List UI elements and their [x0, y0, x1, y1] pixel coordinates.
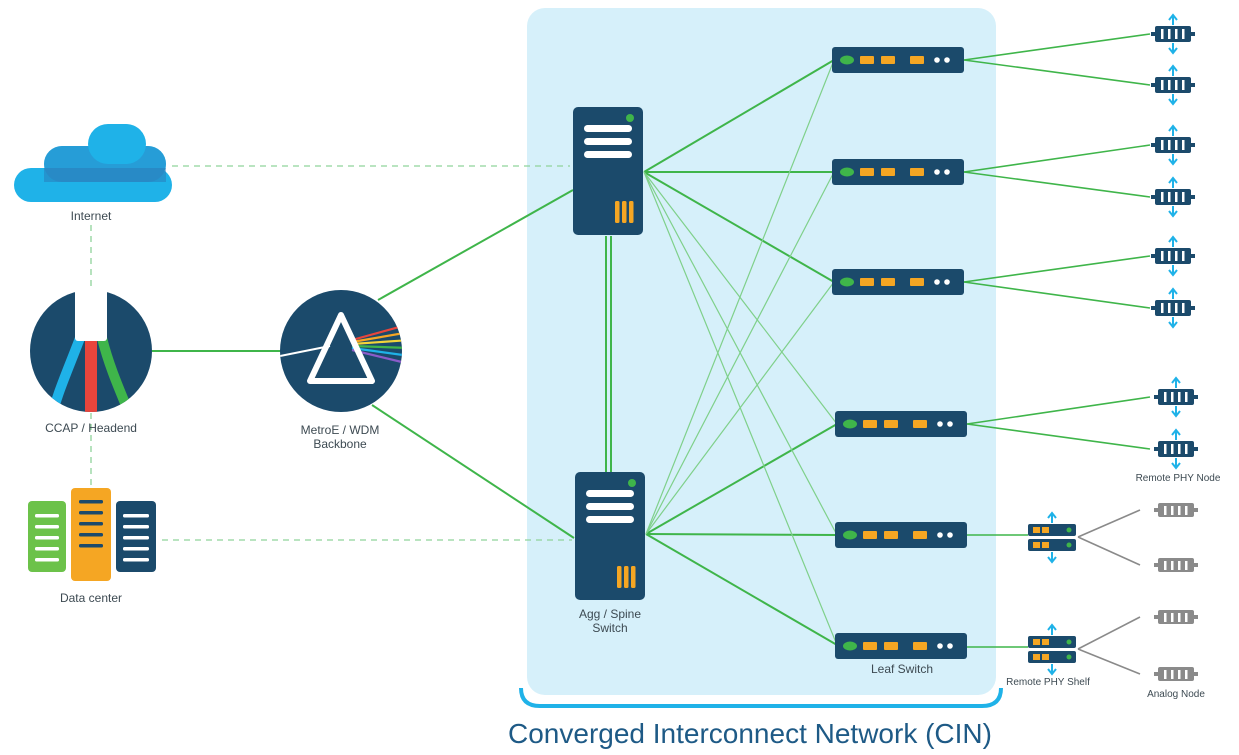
ccap-headend-icon: [30, 286, 152, 412]
analog-links: [1077, 509, 1141, 675]
analog-node-label: Analog Node: [1147, 689, 1205, 700]
dashed-links: [90, 165, 572, 541]
remote-phy-node-icon: [1150, 177, 1196, 217]
remote-phy-shelf-icon: [1027, 624, 1077, 675]
remote-phy-node-icon: [1153, 429, 1199, 469]
spine-switch-top-icon: [573, 107, 643, 235]
access-links: [963, 33, 1151, 648]
remote-phy-node-icon: [1150, 288, 1196, 328]
cin-title: Converged Interconnect Network (CIN): [508, 718, 992, 749]
datacenter-server-icon: [28, 488, 156, 581]
leaf-switch-5-icon: [835, 522, 967, 548]
remote-phy-node-label: Remote PHY Node: [1135, 473, 1221, 484]
leaf-switch-2-icon: [832, 159, 964, 185]
remote-phy-shelf-icon: [1027, 512, 1077, 563]
analog-node-icon: [1154, 667, 1198, 681]
remote-phy-node-icon: [1150, 14, 1196, 54]
leaf-switch-3-icon: [832, 269, 964, 295]
datacenter-label: Data center: [59, 591, 123, 605]
ccap-label: CCAP / Headend: [45, 421, 137, 435]
metro-label-line2: Backbone: [313, 437, 367, 451]
remote-phy-node-icon: [1153, 377, 1199, 417]
leaf-switch-1-icon: [832, 47, 964, 73]
leaf-switch-4-icon: [835, 411, 967, 437]
cloud-icon: [14, 124, 172, 202]
analog-node-icon: [1154, 558, 1198, 572]
analog-node-icon: [1154, 503, 1198, 517]
leaf-switch-6-icon: [835, 633, 967, 659]
prism-icon: [280, 290, 402, 412]
metro-label-line1: MetroE / WDM: [300, 423, 380, 437]
remote-phy-node-icon: [1150, 65, 1196, 105]
internet-label: Internet: [70, 209, 112, 223]
cin-bracket: [519, 687, 1003, 708]
remote-phy-node-icon: [1150, 125, 1196, 165]
spine-label-line2: Switch: [592, 621, 628, 635]
mesh-links: [643, 59, 838, 646]
backbone-links: [152, 59, 838, 646]
spine-switch-bottom-icon: [575, 472, 645, 600]
analog-node-icon: [1154, 610, 1198, 624]
spine-label-line1: Agg / Spine: [578, 607, 642, 621]
remote-phy-node-icon: [1150, 236, 1196, 276]
remote-phy-shelf-label: Remote PHY Shelf: [1006, 677, 1090, 688]
leaf-switch-label: Leaf Switch: [870, 662, 934, 676]
